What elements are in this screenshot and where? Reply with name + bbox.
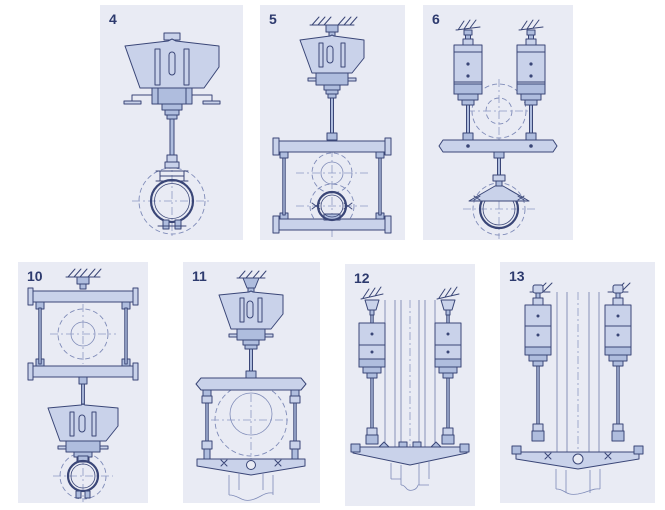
panel-11-number: 11 [192,268,207,284]
riser-clamp-icon [468,185,530,230]
panel-13: 13 [500,262,655,503]
panel-4-number: 4 [109,11,117,27]
beam-icon [195,377,307,460]
panel-5-number: 5 [269,11,277,27]
frame-constant-hanger-clamp-diagram [27,268,139,502]
panel-6-number: 6 [432,11,440,27]
panel-5: 5 [260,5,405,240]
constant-hanger-icon [218,290,284,379]
ceiling-attachment-icon [236,270,267,293]
centerlines-11 [211,378,291,462]
hanger-rod-icon [164,118,180,169]
riser-support-beam-icon [511,445,644,470]
constant-hanger-icon [123,32,221,120]
panel-13-number: 13 [509,268,525,284]
spring-hanger-left-icon [358,286,386,445]
pipe-clamp-icon [66,455,100,499]
twin-spring-hanger-bolted-riser-beam-diagram [511,282,644,495]
spring-hanger-right-icon [434,286,462,445]
pipe-clamp-icon [311,190,353,222]
constant-hanger-pipe-cradle-diagram [195,270,307,501]
spring-hanger-right-icon [604,282,632,442]
twin-spring-hanger-riser-clamp-diagram [438,19,558,239]
panel-12-number: 12 [354,270,370,286]
panel-6: 6 [423,5,573,240]
pipe-break-icon [390,460,430,491]
pipe-clamp-icon [149,170,195,230]
hanger-rod-icon [326,97,338,141]
riser-pipes-icon [556,292,600,452]
spring-hanger-left-icon [524,282,553,442]
constant-hanger-pipe-clamp-diagram [123,32,221,239]
spring-hanger-right-icon [516,19,546,141]
spring-hanger-left-icon [453,19,483,141]
constant-hanger-icon [47,403,119,462]
panel-10-number: 10 [27,268,43,284]
trapeze-frame-icon [27,287,139,405]
panel-11: 11 [183,262,320,503]
ceiling-attachment-icon [65,268,102,290]
ceiling-attachment-icon [309,16,358,37]
pipe-cradle-icon [196,458,306,476]
constant-hanger-trapeze-diagram [272,16,392,237]
panel-10: 10 [18,262,148,503]
twin-spring-hanger-riser-beam-diagram [350,286,470,491]
constant-hanger-icon [299,34,365,99]
riser-pipes-icon [384,300,436,447]
panel-4: 4 [100,5,243,240]
riser-support-beam-icon [350,441,470,466]
pipe-break-icon [228,473,274,501]
pipe-break-icon [555,469,601,495]
trapeze-frame-icon [272,137,392,234]
traverse-beam-icon [438,139,558,187]
panel-12: 12 [345,264,475,506]
